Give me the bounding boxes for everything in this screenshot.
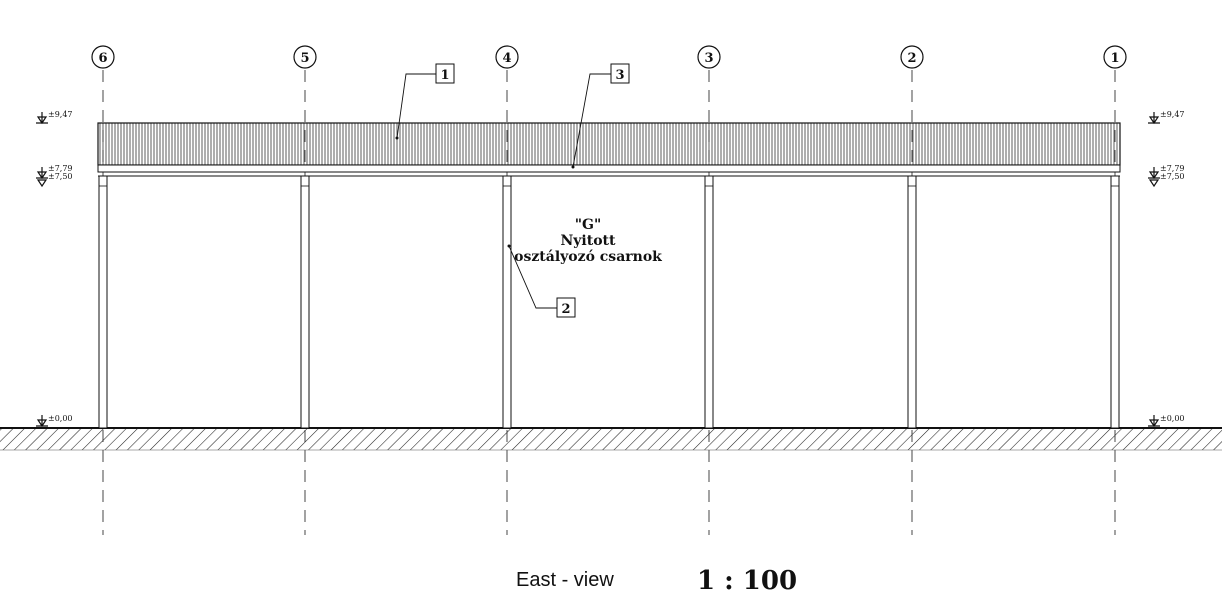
grid-axis-bubble	[697, 45, 721, 69]
roof-cladding	[97, 122, 1121, 166]
grid-axis-bubble	[1103, 45, 1127, 69]
column-4	[502, 175, 512, 429]
column-3	[704, 175, 714, 429]
grid-axis-label: 1	[1110, 51, 1119, 66]
hall-code: "G"	[575, 217, 602, 233]
hall-name-line2: osztályozó csarnok	[514, 249, 662, 265]
grid-axis-bubble	[293, 45, 317, 69]
grid-axis-label: 5	[300, 51, 309, 66]
grid-axis-label: 4	[502, 51, 511, 66]
grid-axis-bubble	[495, 45, 519, 69]
grid-axis-4: 4	[495, 45, 519, 535]
level-roof-top-left: ±9,47	[48, 110, 73, 119]
column-1	[1110, 175, 1120, 429]
grid-axis-5: 5	[293, 45, 317, 535]
view-title: East - view	[516, 569, 614, 591]
callout-3: 3	[571, 63, 630, 169]
column-2	[907, 175, 917, 429]
column-6	[98, 175, 108, 429]
callout-1-number: 1	[440, 68, 449, 83]
callout-2: 2	[507, 244, 576, 318]
ground-section	[0, 427, 1222, 451]
level-ground-left: ±0,00	[48, 414, 73, 423]
grid-axis-bubble	[91, 45, 115, 69]
level-ground-right: ±0,00	[1160, 414, 1185, 423]
level-marks-right: ±9,47 ±7,79 ±7,50 ±0,00	[1148, 110, 1185, 428]
callout-1: 1	[395, 63, 455, 140]
level-beam-bottom-left: ±7,50	[48, 172, 73, 181]
grid-axis-6: 6	[91, 45, 115, 535]
grid-axis-bubble	[900, 45, 924, 69]
grid-axis-label: 2	[907, 51, 916, 66]
callout-3-number: 3	[615, 68, 624, 83]
eave-beam	[97, 164, 1121, 177]
scale-label: 1 : 100	[697, 566, 798, 596]
grid-axis-label: 3	[704, 51, 713, 66]
grid-axes: 6 5 4 3 2 1	[91, 45, 1127, 535]
grid-axis-label: 6	[98, 51, 107, 66]
level-beam-top-right: ±7,79	[1160, 164, 1185, 173]
columns	[98, 175, 1120, 429]
hall-label: "G" Nyitott osztályozó csarnok	[514, 217, 662, 265]
level-beam-top-left: ±7,79	[48, 164, 73, 173]
callout-2-number: 2	[561, 302, 570, 317]
level-roof-top-right: ±9,47	[1160, 110, 1185, 119]
hall-name-line1: Nyitott	[561, 233, 617, 249]
level-beam-bottom-right: ±7,50	[1160, 172, 1185, 181]
level-marks-left: ±9,47 ±7,79 ±7,50 ±0,00	[36, 110, 73, 428]
grid-axis-1: 1	[1103, 45, 1127, 535]
grid-axis-2: 2	[900, 45, 924, 535]
column-5	[300, 175, 310, 429]
grid-axis-3: 3	[697, 45, 721, 535]
